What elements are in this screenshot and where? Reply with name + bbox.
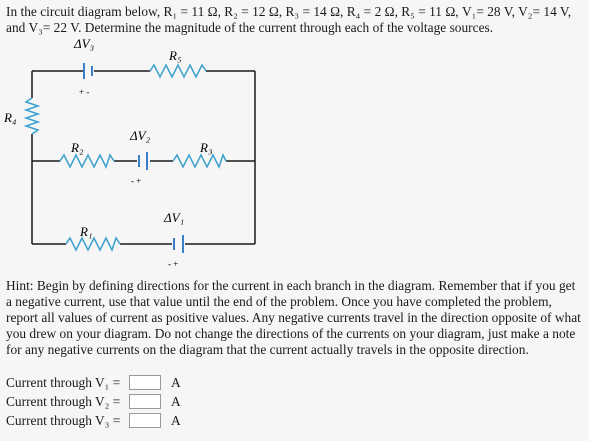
label-dv3: ΔV₃ <box>73 38 94 51</box>
answer-row-v1: Current through V₁ = A <box>6 373 181 392</box>
resistor-r3 <box>172 153 227 169</box>
circuit-diagram: R₅ ΔV₃ + - R₄ R₂ ΔV₂ - + R₃ R₁ ΔV₁ - + <box>3 38 256 269</box>
battery-v2 <box>138 152 148 170</box>
answer-row-v2: Current through V₂ = A <box>6 392 181 411</box>
label-r3: R₃ <box>199 140 212 155</box>
circuit-wires <box>31 70 256 245</box>
label-r1: R₁ <box>79 224 92 239</box>
polarity-v2: - + <box>131 176 141 186</box>
resistor-r4 <box>23 97 41 135</box>
answer-unit-v2: A <box>171 393 181 409</box>
label-r4: R₄ <box>3 110 17 125</box>
answer-label-v1: Current through V₁ = <box>6 374 121 390</box>
polarity-v1: - + <box>168 259 178 269</box>
resistor-r1 <box>65 236 121 252</box>
answer-input-v2[interactable] <box>129 394 161 409</box>
label-dv1: ΔV₁ <box>163 210 184 225</box>
resistor-r5 <box>149 63 207 79</box>
answer-unit-v3: A <box>171 412 181 428</box>
answer-input-v1[interactable] <box>129 375 161 390</box>
answer-label-v2: Current through V₂ = <box>6 393 121 409</box>
polarity-v3: + - <box>79 87 89 97</box>
answer-label-v3: Current through V₃ = <box>6 412 121 428</box>
hint-text: Hint: Begin by defining directions for t… <box>6 278 581 357</box>
battery-v1 <box>173 235 184 253</box>
answer-row-v3: Current through V₃ = A <box>6 411 181 430</box>
answer-unit-v1: A <box>171 374 181 390</box>
problem-statement: In the circuit diagram below, R₁ = 11 Ω,… <box>6 4 572 35</box>
label-dv2: ΔV₂ <box>129 128 151 143</box>
resistor-r2 <box>59 153 115 169</box>
answer-form: Current through V₁ = A Current through V… <box>6 373 181 430</box>
battery-v3 <box>83 63 93 79</box>
answer-input-v3[interactable] <box>129 413 161 428</box>
label-r2: R₂ <box>70 140 84 155</box>
label-r5: R₅ <box>168 48 181 63</box>
